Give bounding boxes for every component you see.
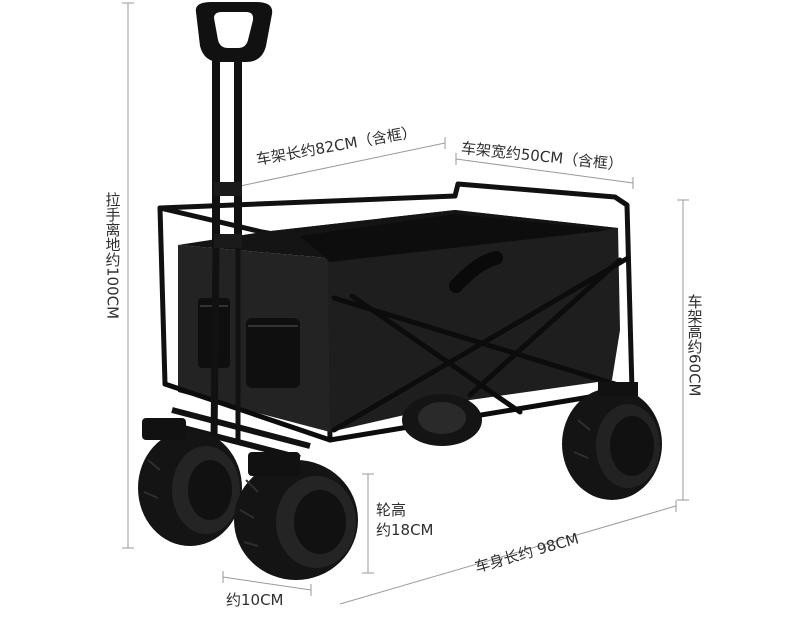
pull-handle [195, 2, 273, 441]
handle-height-label: 拉手离地约100CM [103, 192, 122, 320]
frame-height-label: 车架高约60CM [685, 294, 704, 397]
wheel-width-label: 约10CM [226, 591, 284, 609]
wheel-height-line2: 约18CM [376, 521, 434, 540]
frame-height-value: 60CM [685, 354, 704, 397]
frame-height-prefix: 车架高约 [685, 294, 704, 354]
scissor-frame [162, 255, 635, 443]
wheels [138, 382, 662, 580]
wheel-height-line1: 轮高 [376, 501, 407, 519]
dimension-lines [122, 2, 689, 605]
handle-height-prefix: 拉手离地约 [103, 192, 122, 267]
handle-height-value: 100CM [103, 267, 122, 320]
wheel-height-label: 轮高 约18CM [376, 500, 434, 541]
